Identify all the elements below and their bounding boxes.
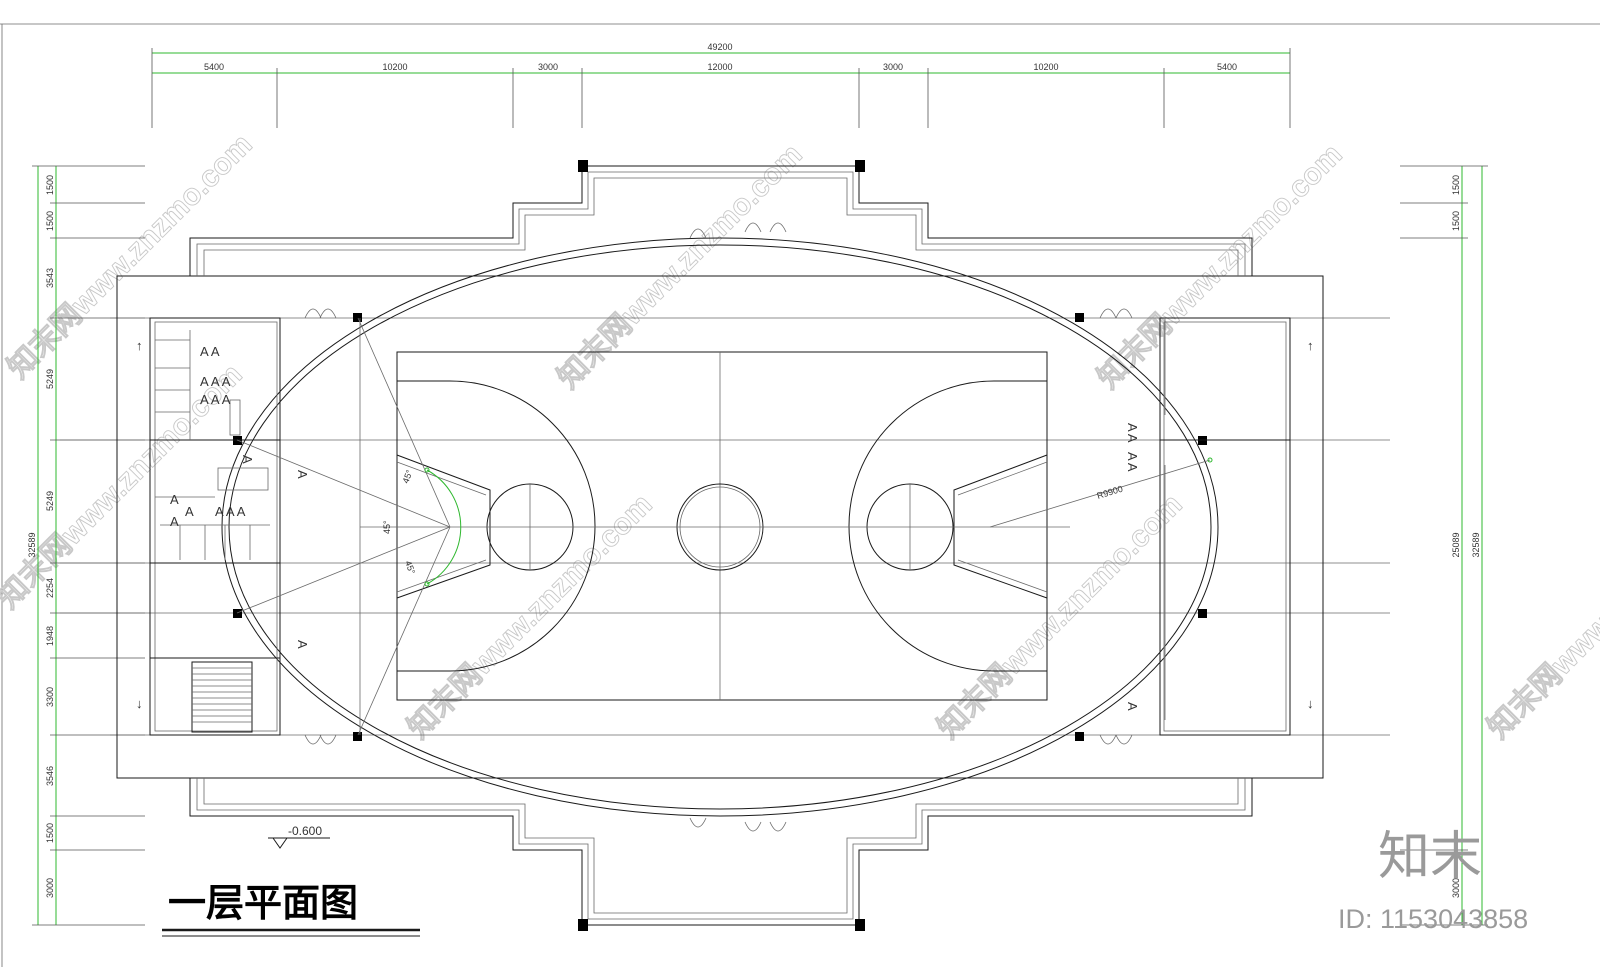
brand-watermark: 知末 ID: 1153043858 (1338, 827, 1528, 934)
dim-top-seg-1: 5400 (204, 62, 224, 72)
dim-top-seg-3: 3000 (538, 62, 558, 72)
angle-label-3: 45° (403, 559, 417, 576)
svg-text:A A A: A A A (200, 392, 231, 407)
drawing-title: 一层平面图 (162, 881, 420, 937)
watermark-text: 知末网www.znzmo.com (1482, 488, 1600, 745)
dim-left-seg-1: 1500 (45, 175, 55, 195)
svg-text:A A A: A A A (215, 504, 246, 519)
column (578, 919, 588, 931)
svg-text:A: A (170, 492, 179, 507)
level-mark-text: -0.600 (288, 824, 322, 838)
angle-label-2: 45° (382, 520, 392, 534)
dim-left-seg-3: 3543 (45, 268, 55, 288)
brand-logo-text: 知末 (1378, 827, 1482, 887)
dim-left-seg-4: 5249 (45, 369, 55, 389)
dim-top-total: 49200 (707, 42, 732, 52)
column (855, 160, 865, 172)
svg-text:A: A (170, 514, 179, 529)
angle-label-1: 45° (400, 468, 414, 485)
column (855, 919, 865, 931)
column (1075, 732, 1084, 741)
construction-lines: 45° 45° 45° R9900 (236, 317, 1213, 736)
column (578, 160, 588, 172)
dim-right-seg-1: 1500 (1451, 175, 1461, 195)
dim-left-seg-6: 2254 (45, 578, 55, 598)
dim-top-seg-5: 3000 (883, 62, 903, 72)
svg-text:↓: ↓ (136, 696, 143, 711)
svg-text:A: A (185, 504, 194, 519)
right-dimension-chain: 32589 25089 1500 1500 3000 (1400, 165, 1488, 926)
dim-right-total: 32589 (1471, 532, 1481, 557)
svg-text:↑: ↑ (1307, 338, 1314, 353)
column (1075, 313, 1084, 322)
column (1198, 609, 1207, 618)
svg-text:A A: A A (1125, 423, 1140, 443)
watermark-text: 知末网www.znzmo.com (552, 138, 809, 395)
dim-top-seg-2: 10200 (382, 62, 407, 72)
dim-right-seg-2: 1500 (1451, 211, 1461, 231)
svg-text:A A A: A A A (200, 374, 231, 389)
dim-top-seg-7: 5400 (1217, 62, 1237, 72)
watermark-text: 知末网www.znzmo.com (2, 128, 259, 385)
level-mark: -0.600 (268, 824, 330, 849)
axis-lines (60, 317, 1390, 736)
radius-label: R9900 (1096, 484, 1124, 501)
column (353, 732, 362, 741)
dim-top-seg-6: 10200 (1033, 62, 1058, 72)
dim-left-seg-11: 3000 (45, 878, 55, 898)
dim-left-seg-5: 5249 (45, 491, 55, 511)
dim-top-seg-4: 12000 (707, 62, 732, 72)
watermark-text: 知末网www.znzmo.com (1092, 138, 1349, 395)
svg-text:A A: A A (200, 344, 220, 359)
dim-left-seg-9: 3546 (45, 766, 55, 786)
building-outline (116, 160, 1324, 931)
dim-right-inner: 25089 (1451, 532, 1461, 557)
svg-text:A: A (240, 455, 255, 464)
right-service-block: A A A A A ↑ ↓ (1125, 317, 1314, 736)
dim-left-seg-8: 3300 (45, 687, 55, 707)
svg-text:A: A (1125, 702, 1140, 711)
dim-right-seg-3: 3000 (1451, 878, 1461, 898)
dim-left-total: 32589 (27, 532, 37, 557)
dim-left-seg-10: 1500 (45, 823, 55, 843)
svg-text:↑: ↑ (136, 338, 143, 353)
dim-left-seg-7: 1948 (45, 626, 55, 646)
column (233, 609, 242, 618)
dim-left-seg-2: 1500 (45, 211, 55, 231)
svg-text:A: A (295, 470, 310, 479)
top-dimension-chain: 49200 5400 10200 3000 12000 3000 10200 5… (151, 42, 1291, 128)
watermark-text: 知末网www.znzmo.com (932, 488, 1189, 745)
svg-text:A: A (295, 640, 310, 649)
left-service-block: A A A A A A A A A A A A A A A A A ↑ ↓ (136, 317, 310, 736)
stair (191, 661, 253, 733)
svg-text:↓: ↓ (1307, 696, 1314, 711)
column (353, 313, 362, 322)
svg-text:A A: A A (1125, 452, 1140, 472)
drawing-title-text: 一层平面图 (168, 881, 358, 925)
brand-id-text: ID: 1153043858 (1338, 904, 1528, 934)
